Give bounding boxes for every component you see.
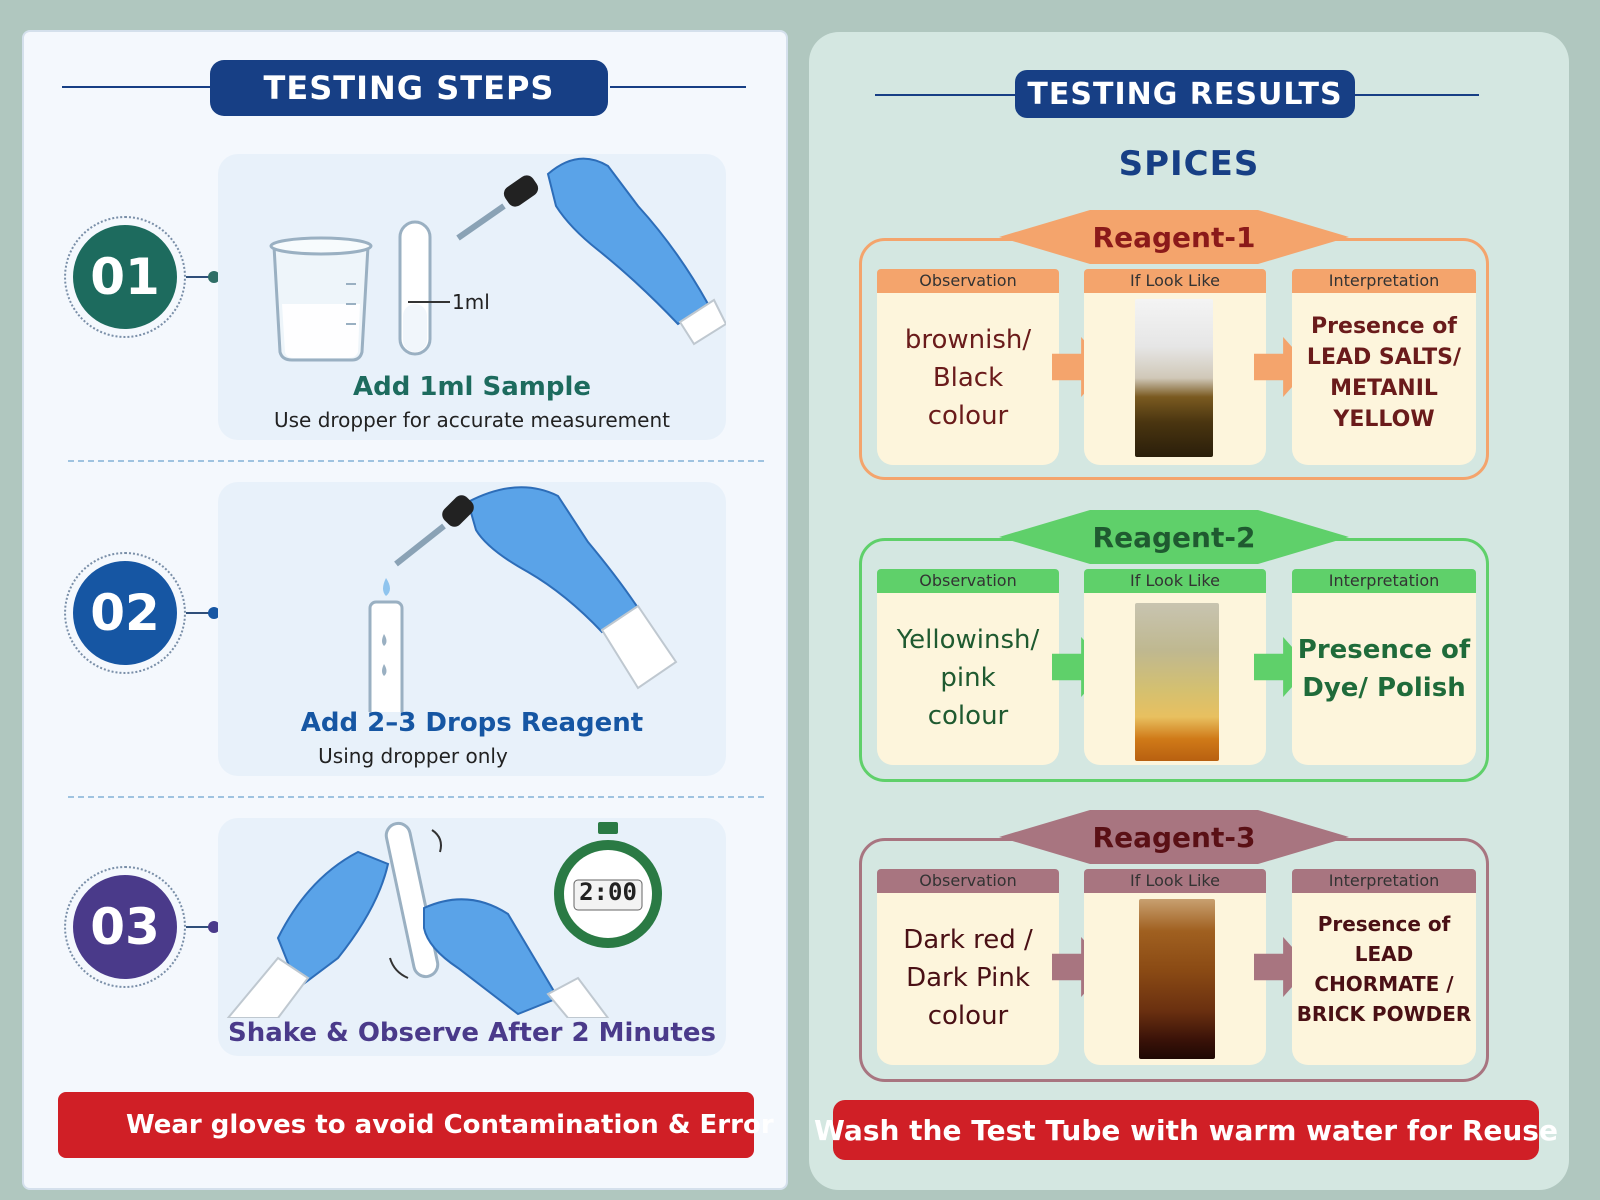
step-2-subtitle: Using dropper only [318,744,508,768]
observation-text: Dark red / Dark Pink colour [903,925,1033,1031]
step-1-title: Add 1ml Sample [352,372,592,402]
step-3-number: 03 [73,875,177,979]
interpretation-column: Interpretation Presence of LEAD CHORMATE… [1292,869,1476,1065]
header-rule-right [1345,94,1479,96]
interpretation-text: Presence of LEAD CHORMATE / BRICK POWDER [1296,912,1472,1026]
header-rule-left [875,94,1025,96]
step-1-number: 01 [73,225,177,329]
step-divider [68,796,764,798]
observation-header: Observation [877,269,1059,293]
test-tube-icon [368,600,404,712]
image-header: If Look Like [1084,569,1266,593]
testing-steps-header: TESTING STEPS [210,60,608,116]
step-1-subtitle: Use dropper for accurate measurement [273,408,670,432]
shaking-hands-icon [226,821,610,1018]
reagent-3-box: Observation Dark red / Dark Pink colour … [859,838,1489,1082]
interpretation-text: Presence of LEAD SALTS/ METANIL YELLOW [1306,314,1462,432]
sample-image-column: If Look Like [1084,269,1266,465]
step-2-badge: 02 [64,552,186,674]
interpretation-header: Interpretation [1292,869,1476,893]
step-divider [68,460,764,462]
step-3-illustration [226,821,662,1018]
header-rule-right [610,86,746,88]
step-1-card: 1ml Add 1ml Sample Use dropper for accur… [218,154,726,440]
interpretation-column: Interpretation Presence of LEAD SALTS/ M… [1292,269,1476,465]
step-1-badge: 01 [64,216,186,338]
observation-column: Observation brownish/ Black colour [877,269,1059,465]
stopwatch-icon [554,822,662,948]
testing-results-header: TESTING RESULTS [1015,70,1355,118]
test-tube-photo [1135,603,1219,761]
image-header: If Look Like [1084,869,1266,893]
interpretation-header: Interpretation [1292,269,1476,293]
step-3-title: Shake & Observe After 2 Minutes [228,1018,716,1048]
reagent-1-box: Observation brownish/ Black colour If Lo… [859,238,1489,480]
step-2-number: 02 [73,561,177,665]
test-tube-icon [398,220,450,356]
gloved-hand-dropper-icon [456,157,726,346]
step-3-card: 2:00 Shake & Observe After 2 Minutes [218,818,726,1056]
image-header: If Look Like [1084,269,1266,293]
category-title: SPICES [1118,144,1260,184]
test-tube-photo [1139,899,1215,1059]
test-tube-photo [1135,299,1213,457]
step-2-title: Add 2–3 Drops Reagent [300,708,644,738]
observation-header: Observation [877,869,1059,893]
step-1-illustration [269,157,726,362]
warning-text: Wear gloves to avoid Contamination & Err… [126,1110,774,1140]
sample-image-column: If Look Like [1084,869,1266,1065]
stopwatch-readout: 2:00 [579,878,637,906]
testing-results-panel: TESTING RESULTS SPICES Observation brown… [809,32,1569,1190]
beaker-icon [269,236,373,362]
gloved-hand-dropper-icon [383,486,678,690]
step-2-card: Add 2–3 Drops Reagent Using dropper only [218,482,726,776]
observation-column: Observation Yellowinsh/ pink colour [877,569,1059,765]
observation-text: brownish/ Black colour [904,325,1032,431]
step-2-illustration [368,486,678,712]
gloves-warning-banner: Wear gloves to avoid Contamination & Err… [58,1092,774,1158]
interpretation-text: Presence of Dye/ Polish [1297,635,1471,703]
step-3-badge: 03 [64,866,186,988]
testing-steps-panel: TESTING STEPS 01 [22,30,788,1190]
observation-text: Yellowinsh/ pink colour [896,625,1040,731]
observation-header: Observation [877,569,1059,593]
interpretation-header: Interpretation [1292,569,1476,593]
sample-image-column: If Look Like [1084,569,1266,765]
interpretation-column: Interpretation Presence of Dye/ Polish [1292,569,1476,765]
observation-column: Observation Dark red / Dark Pink colour [877,869,1059,1065]
step-1-measure-label: 1ml [452,290,490,314]
wash-instruction-banner: Wash the Test Tube with warm water for R… [814,1100,1558,1160]
reagent-2-box: Observation Yellowinsh/ pink colour If L… [859,538,1489,782]
header-rule-left [62,86,212,88]
